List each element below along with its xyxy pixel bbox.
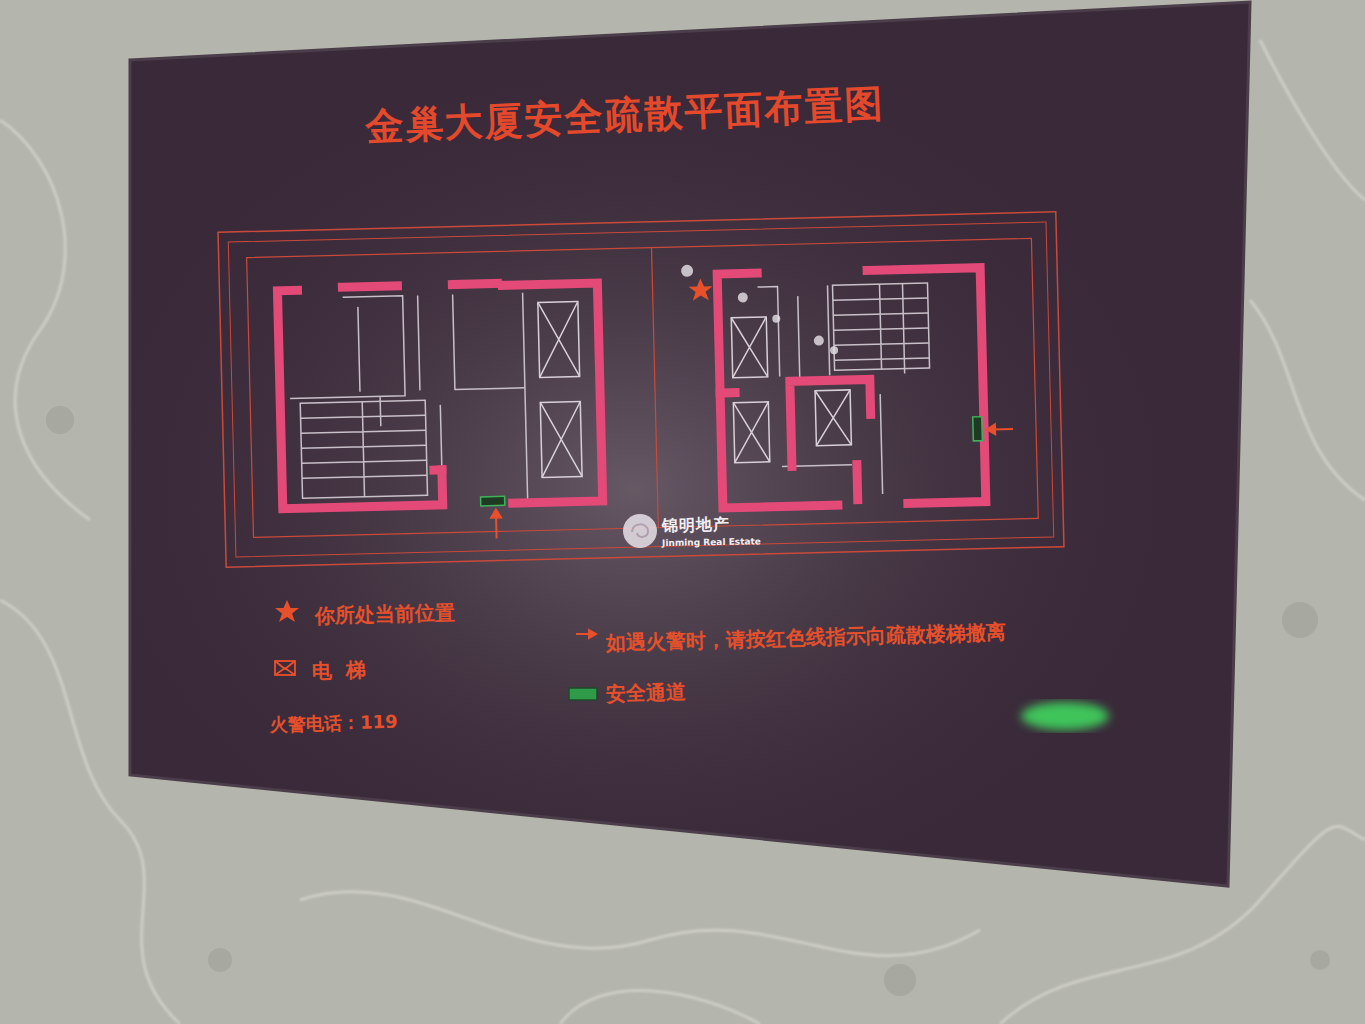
elevator-symbol — [275, 661, 295, 675]
glow-sign — [1021, 702, 1109, 730]
watermark-subtext: Jinming Real Estate — [662, 536, 761, 548]
sign-glare — [130, 2, 1250, 886]
star-symbol — [275, 600, 299, 622]
legend-text: 安全通道 — [606, 679, 687, 708]
watermark-logo-swirl — [632, 524, 648, 537]
watermark-logo — [623, 514, 657, 548]
watermark-text: 锦明地产 — [662, 515, 730, 537]
legend-symbols — [275, 514, 1109, 730]
legend-text: 电梯 — [312, 656, 381, 685]
arrow-symbol — [576, 630, 596, 638]
legend-text: 你所处当前位置 — [315, 599, 456, 630]
legend-text: 如遇火警时，请按红色线指示向疏散楼梯撤离 — [606, 619, 1007, 657]
legend-swatch — [569, 688, 597, 700]
fire-phone-note: 火警电话：119 — [270, 710, 398, 737]
sign-title: 金巢大厦安全疏散平面布置图 — [364, 78, 886, 153]
sign-plate — [130, 2, 1250, 886]
floor-plan — [218, 212, 1064, 567]
